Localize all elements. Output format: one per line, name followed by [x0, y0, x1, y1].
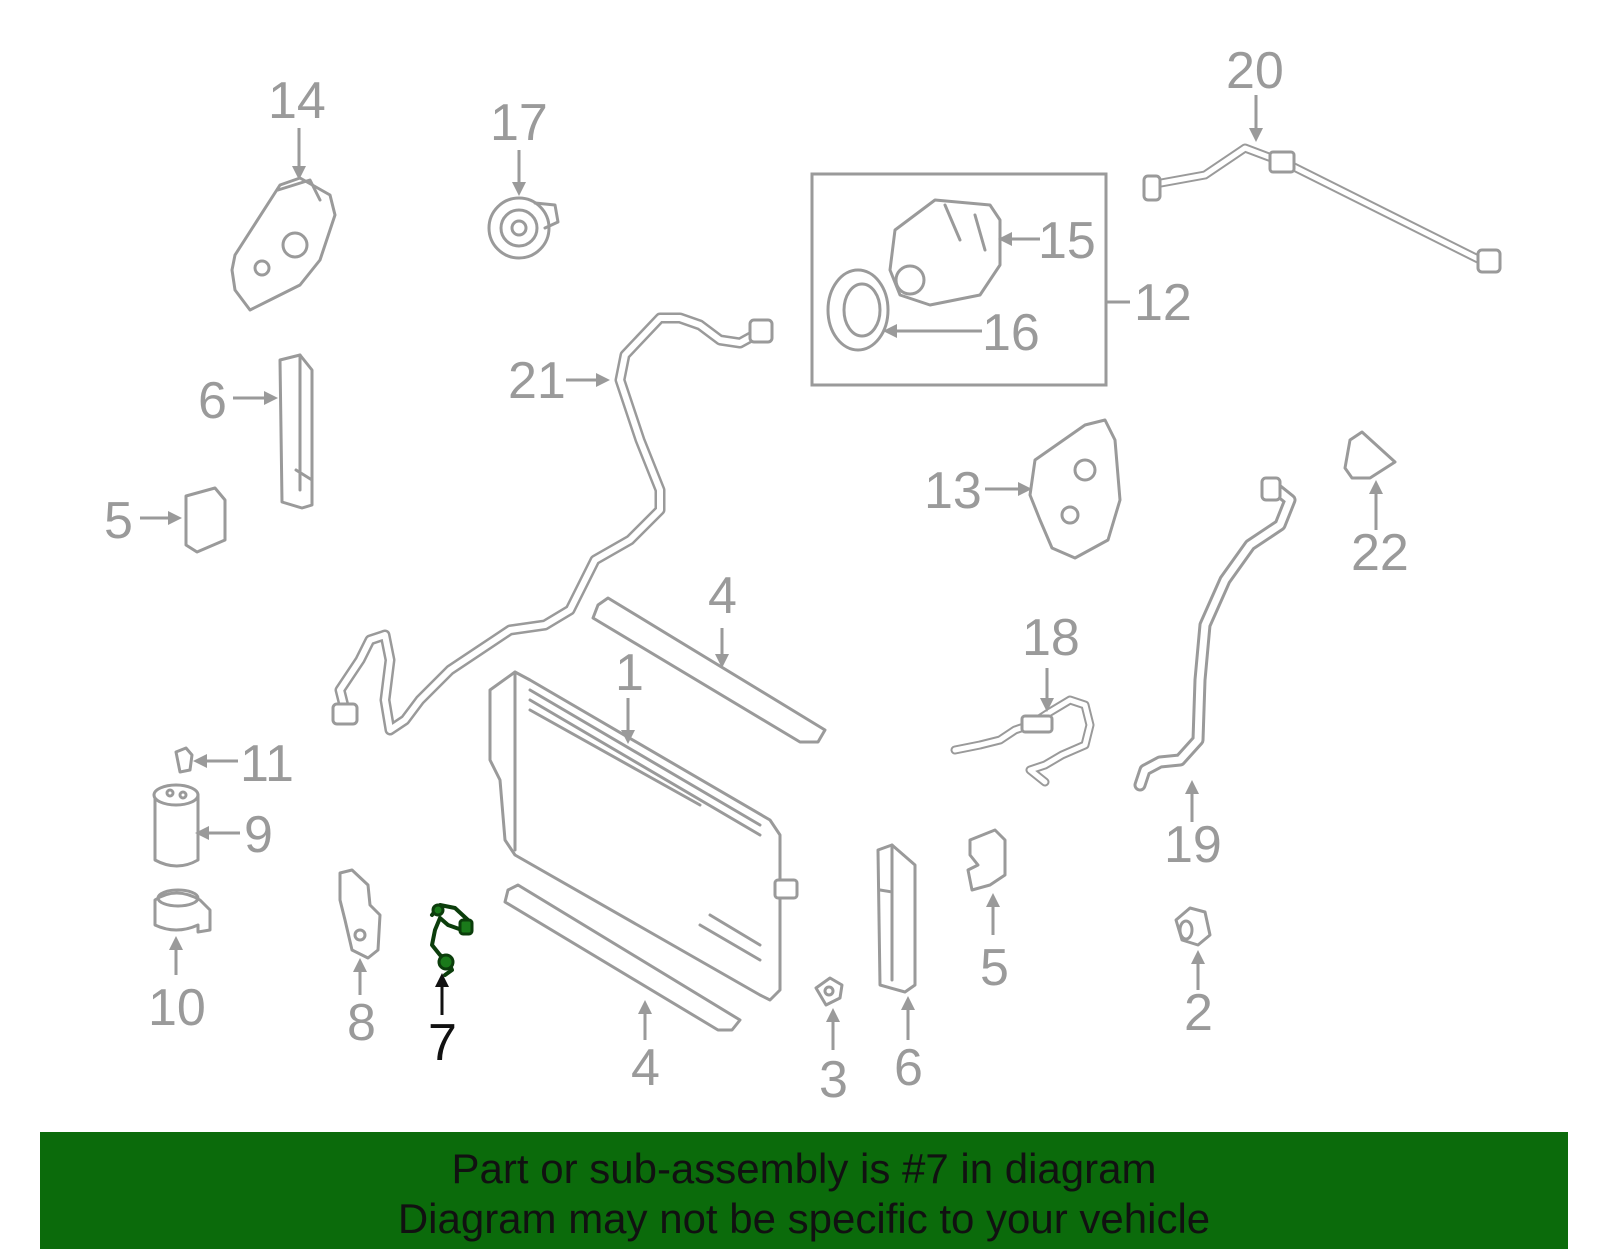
- arrow-16: [883, 324, 982, 338]
- callout-17[interactable]: 17: [490, 94, 548, 152]
- part-17-pulley: [487, 196, 560, 260]
- part-4-strip-top: [591, 596, 827, 744]
- callout-18[interactable]: 18: [1022, 609, 1080, 667]
- part-19-hose: [1133, 476, 1297, 792]
- callout-19[interactable]: 19: [1164, 816, 1222, 874]
- part-4-strip-bottom: [503, 883, 742, 1032]
- banner-line-2: Diagram may not be specific to your vehi…: [397, 1195, 1211, 1242]
- part-6-seal-left: [278, 353, 314, 510]
- callout-8[interactable]: 8: [347, 994, 376, 1052]
- callout-11[interactable]: 11: [240, 735, 294, 793]
- callout-5a[interactable]: 5: [104, 492, 133, 550]
- part-14-bracket: [230, 176, 337, 312]
- callout-3[interactable]: 3: [819, 1051, 848, 1109]
- arrow-11: [193, 754, 238, 768]
- arrow-19: [1185, 780, 1199, 822]
- arrow-5b: [986, 893, 1000, 935]
- arrow-10: [169, 936, 183, 975]
- callout-13[interactable]: 13: [924, 462, 982, 520]
- callout-2[interactable]: 2: [1184, 984, 1213, 1042]
- arrow-4b: [638, 1000, 652, 1040]
- arrow-7: [435, 973, 449, 1015]
- arrow-18: [1040, 668, 1054, 712]
- callout-4b[interactable]: 4: [631, 1039, 660, 1097]
- callout-6b[interactable]: 6: [894, 1039, 923, 1097]
- part-11-valve: [174, 746, 194, 774]
- part-18-hose: [950, 695, 1095, 787]
- assembly-12-box: [810, 172, 1108, 387]
- arrow-17: [512, 150, 526, 196]
- part-16-clutch: [826, 268, 890, 352]
- callout-20[interactable]: 20: [1226, 42, 1284, 100]
- part-5-pad-left: [184, 486, 227, 554]
- part-13-bracket: [1028, 418, 1122, 560]
- arrow-20: [1249, 95, 1263, 142]
- arrow-4a: [715, 628, 729, 668]
- callout-15[interactable]: 15: [1038, 212, 1096, 270]
- callout-9[interactable]: 9: [244, 806, 273, 864]
- arrow-14: [292, 128, 306, 180]
- arrow-21: [566, 373, 610, 387]
- callout-6a[interactable]: 6: [198, 372, 227, 430]
- arrow-5a: [140, 511, 182, 525]
- part-9-drier: [152, 783, 200, 868]
- callout-12[interactable]: 12: [1134, 274, 1192, 332]
- part-2-grommet: [1174, 906, 1212, 947]
- part-21-pipe: [331, 312, 774, 736]
- callout-21[interactable]: 21: [508, 352, 566, 410]
- part-7-highlighted[interactable]: [430, 903, 474, 977]
- callout-5b[interactable]: 5: [980, 939, 1009, 997]
- banner-line-1: Part or sub-assembly is #7 in diagram: [451, 1145, 1157, 1192]
- part-6-seal-right: [876, 843, 917, 994]
- callout-4a[interactable]: 4: [708, 567, 737, 625]
- part-5-pad-right: [966, 828, 1007, 892]
- callout-10[interactable]: 10: [148, 979, 206, 1037]
- callout-1[interactable]: 1: [615, 644, 644, 702]
- info-banner: Part or sub-assembly is #7 in diagram Di…: [40, 1132, 1568, 1249]
- arrow-13: [985, 482, 1032, 496]
- part-8-bracket: [338, 868, 382, 960]
- arrow-9: [195, 826, 240, 840]
- arrow-6b: [901, 996, 915, 1040]
- part-15-compressor: [888, 198, 1002, 307]
- part-22-bracket: [1343, 430, 1397, 480]
- arrow-2: [1191, 950, 1205, 990]
- part-10-clamp: [153, 888, 212, 934]
- part-20-hose: [1142, 143, 1502, 274]
- part-1-condenser: [488, 670, 799, 1002]
- callout-22[interactable]: 22: [1351, 524, 1409, 582]
- arrow-1: [621, 698, 635, 744]
- arrow-22: [1369, 480, 1383, 530]
- arrow-6a: [233, 391, 278, 405]
- arrow-15: [998, 232, 1040, 246]
- arrow-3: [826, 1008, 840, 1050]
- callout-16[interactable]: 16: [982, 304, 1040, 362]
- arrow-8: [353, 958, 367, 995]
- callout-7[interactable]: 7: [428, 1014, 457, 1072]
- part-3-bracket: [814, 976, 844, 1007]
- callout-14[interactable]: 14: [268, 72, 326, 130]
